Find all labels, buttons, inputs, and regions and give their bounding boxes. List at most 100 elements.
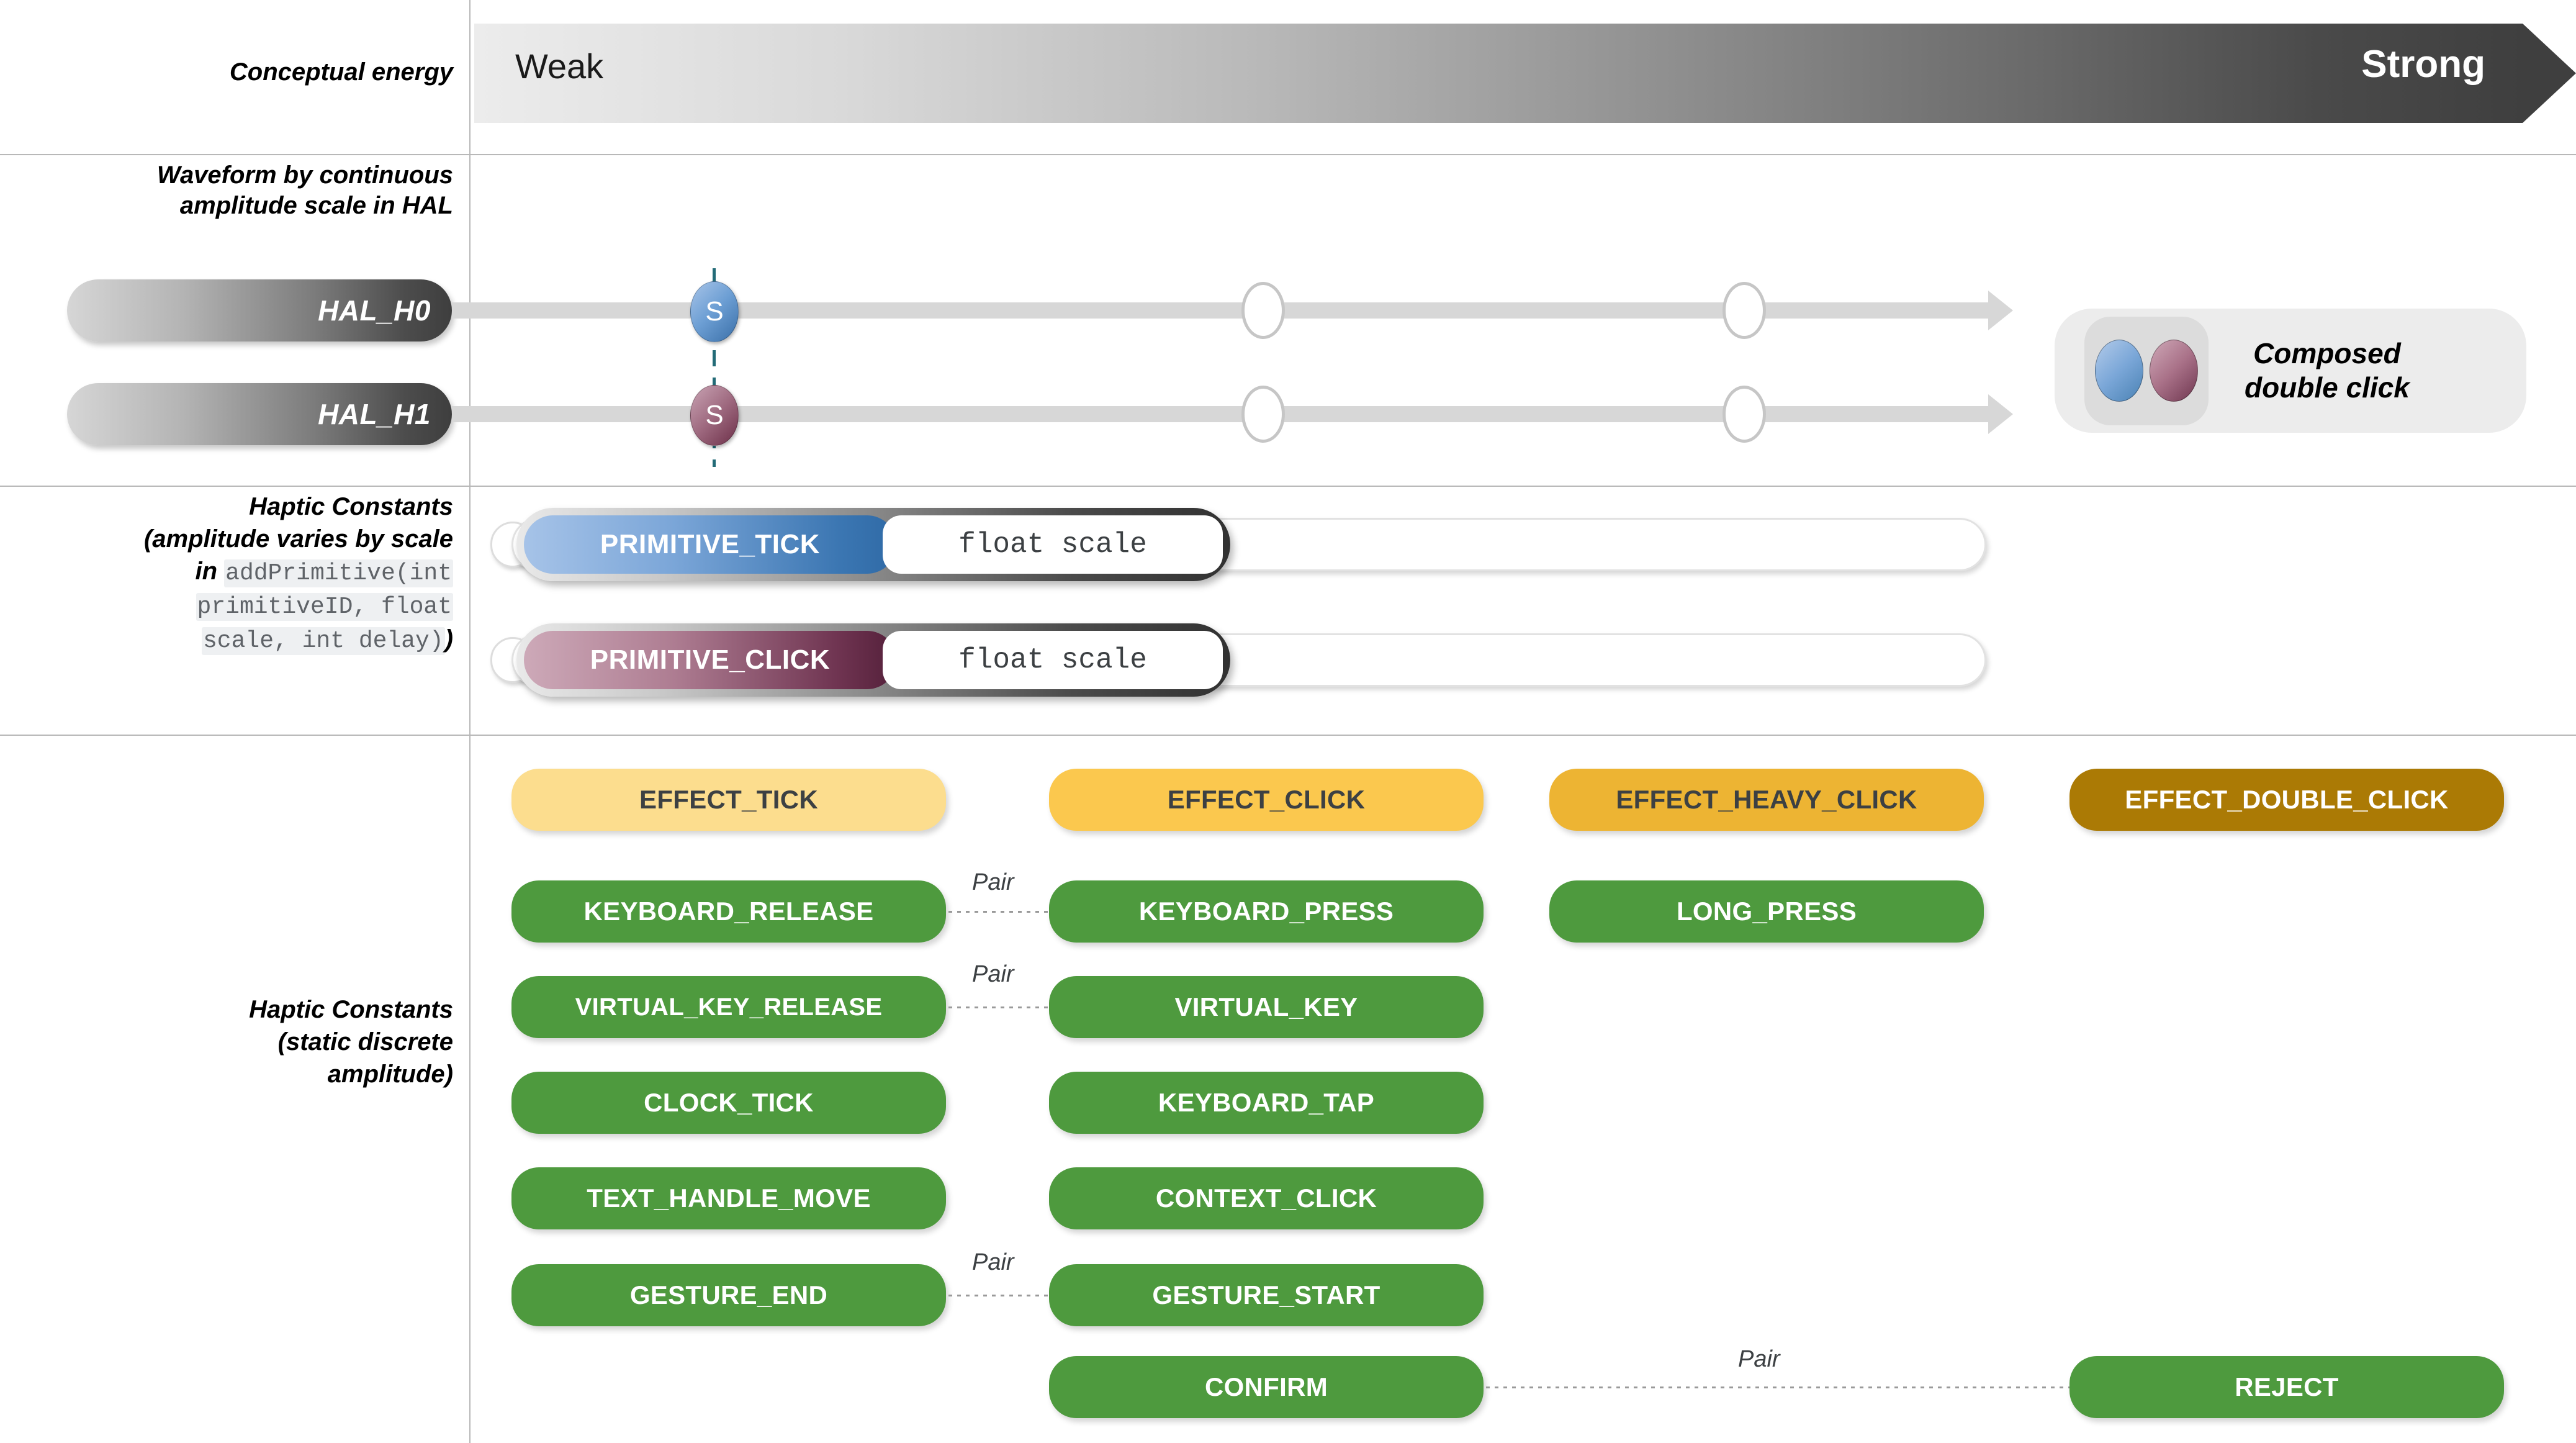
effect-tick-pill[interactable]: EFFECT_TICK	[511, 769, 946, 831]
divider-energy-bottom	[0, 154, 2576, 155]
constants-static-line3: amplitude)	[327, 1061, 453, 1088]
clock-tick-label: CLOCK_TICK	[644, 1088, 814, 1117]
hal-h0-arrowhead-icon	[1988, 291, 2013, 330]
divider-primitives-bottom	[0, 735, 2576, 736]
pair-connector-confirm-reject	[1486, 1386, 2069, 1388]
keyboard-tap-pill[interactable]: KEYBOARD_TAP	[1049, 1072, 1484, 1134]
confirm-label: CONFIRM	[1204, 1372, 1328, 1401]
pair-connector-virtual-key	[948, 1006, 1048, 1008]
pair-label-confirm-reject: Pair	[1738, 1346, 1780, 1373]
gesture-end-pill[interactable]: GESTURE_END	[511, 1264, 946, 1326]
constants-scale-code3: scale, int delay)	[202, 627, 445, 655]
gesture-end-label: GESTURE_END	[629, 1280, 828, 1310]
constants-scale-code2: primitiveID, float	[196, 593, 453, 622]
reject-pill[interactable]: REJECT	[2069, 1356, 2504, 1418]
pair-connector-keyboard	[948, 911, 1048, 913]
primitive-tick-param-text: float scale	[958, 528, 1147, 561]
hal-h1-label: HAL_H1	[318, 398, 431, 430]
constants-scale-line3: in addPrimitive(int	[0, 555, 453, 589]
effect-click-pill[interactable]: EFFECT_CLICK	[1049, 769, 1484, 831]
hal-h0-pill[interactable]: HAL_H0	[67, 279, 452, 342]
virtual-key-release-label: VIRTUAL_KEY_RELEASE	[575, 993, 883, 1021]
waveform-label-line1: Waveform by continuous	[156, 161, 453, 189]
keyboard-release-pill[interactable]: KEYBOARD_RELEASE	[511, 880, 946, 943]
hal-h0-node-mid[interactable]	[1241, 282, 1285, 339]
constants-scale-line2: (amplitude varies by scale	[143, 525, 453, 553]
divider-hal-bottom	[0, 486, 2576, 487]
constants-static-line2: (static discrete	[277, 1028, 453, 1056]
hal-h0-scale-marker[interactable]: S	[690, 281, 739, 342]
effect-click-label: EFFECT_CLICK	[1167, 785, 1366, 814]
row-label-waveform-hal: Waveform by continuous amplitude scale i…	[0, 160, 453, 221]
long-press-pill[interactable]: LONG_PRESS	[1549, 880, 1984, 943]
keyboard-tap-label: KEYBOARD_TAP	[1158, 1088, 1375, 1117]
constants-static-line1: Haptic Constants	[249, 996, 453, 1023]
pair-text-confirm-reject: Pair	[1738, 1346, 1780, 1372]
row-label-haptic-constants-scale: Haptic Constants (amplitude varies by sc…	[0, 491, 453, 656]
scale-alignment-dashed-line	[713, 268, 716, 467]
hal-h1-node-high[interactable]	[1723, 386, 1766, 443]
reject-label: REJECT	[2235, 1372, 2339, 1401]
hal-h1-scale-marker[interactable]: S	[690, 385, 739, 446]
context-click-label: CONTEXT_CLICK	[1155, 1183, 1377, 1213]
hal-h1-pill[interactable]: HAL_H1	[67, 383, 452, 445]
effect-heavy-click-pill[interactable]: EFFECT_HEAVY_CLICK	[1549, 769, 1984, 831]
constants-scale-code1: addPrimitive(int	[224, 559, 453, 587]
composed-double-click-icon	[2084, 316, 2209, 425]
effect-double-click-label: EFFECT_DOUBLE_CLICK	[2125, 785, 2449, 814]
primitive-tick-param[interactable]: float scale	[883, 515, 1223, 574]
pair-connector-gesture	[948, 1295, 1048, 1296]
primitive-click-holder: PRIMITIVE_CLICK float scale	[516, 623, 1230, 697]
row-label-conceptual-energy: Conceptual energy	[229, 58, 453, 86]
text-handle-move-label: TEXT_HANDLE_MOVE	[587, 1183, 871, 1213]
gesture-start-label: GESTURE_START	[1152, 1280, 1380, 1310]
virtual-key-pill[interactable]: VIRTUAL_KEY	[1049, 976, 1484, 1038]
constants-scale-in: in	[195, 558, 225, 585]
composed-double-click-card[interactable]: Composed double click	[2055, 309, 2526, 433]
pair-text-virtual-key: Pair	[972, 961, 1014, 987]
primitive-click-chip[interactable]: PRIMITIVE_CLICK	[524, 631, 896, 689]
composed-line2: double click	[2245, 371, 2410, 404]
composed-dot-primitive-tick	[2095, 340, 2143, 402]
hal-h1-arrowhead-icon	[1988, 394, 2013, 434]
keyboard-press-pill[interactable]: KEYBOARD_PRESS	[1049, 880, 1484, 943]
pair-label-gesture: Pair	[972, 1249, 1014, 1276]
composed-dot-primitive-click	[2150, 340, 2198, 402]
divider-label-column	[469, 0, 471, 1443]
hal-h1-scale-marker-letter: S	[705, 400, 724, 430]
hal-h1-node-mid[interactable]	[1241, 386, 1285, 443]
hal-h0-scale-marker-letter: S	[705, 296, 724, 327]
primitive-click-label: PRIMITIVE_CLICK	[590, 645, 831, 675]
context-click-pill[interactable]: CONTEXT_CLICK	[1049, 1167, 1484, 1229]
conceptual-energy-arrow: Weak Strong	[474, 24, 2576, 123]
constants-scale-line5: scale, int delay))	[0, 623, 453, 656]
primitive-click-param[interactable]: float scale	[883, 631, 1223, 689]
primitive-click-param-text: float scale	[958, 644, 1147, 676]
text-handle-move-pill[interactable]: TEXT_HANDLE_MOVE	[511, 1167, 946, 1229]
composed-line1: Composed	[2253, 337, 2401, 369]
primitive-click-slider-row[interactable]: PRIMITIVE_CLICK float scale	[490, 620, 1993, 700]
virtual-key-label: VIRTUAL_KEY	[1174, 992, 1358, 1021]
pair-text-gesture: Pair	[972, 1249, 1014, 1275]
primitive-tick-label: PRIMITIVE_TICK	[600, 529, 821, 559]
gesture-start-pill[interactable]: GESTURE_START	[1049, 1264, 1484, 1326]
row-label-haptic-constants-static: Haptic Constants (static discrete amplit…	[0, 993, 453, 1090]
effect-tick-label: EFFECT_TICK	[639, 785, 818, 814]
long-press-label: LONG_PRESS	[1676, 897, 1857, 926]
energy-arrowhead-icon	[2523, 24, 2576, 123]
virtual-key-release-pill[interactable]: VIRTUAL_KEY_RELEASE	[511, 976, 946, 1038]
effect-double-click-pill[interactable]: EFFECT_DOUBLE_CLICK	[2069, 769, 2504, 831]
energy-strong-label: Strong	[2361, 43, 2485, 86]
composed-double-click-text: Composed double click	[2245, 337, 2410, 405]
waveform-label-line2: amplitude scale in HAL	[179, 191, 453, 219]
hal-h0-node-high[interactable]	[1723, 282, 1766, 339]
confirm-pill[interactable]: CONFIRM	[1049, 1356, 1484, 1418]
constants-scale-line1: Haptic Constants	[249, 493, 453, 520]
keyboard-press-label: KEYBOARD_PRESS	[1138, 897, 1394, 926]
primitive-tick-slider-row[interactable]: PRIMITIVE_TICK float scale	[490, 504, 1993, 585]
clock-tick-pill[interactable]: CLOCK_TICK	[511, 1072, 946, 1134]
energy-gradient-bar	[474, 24, 2523, 123]
pair-text-keyboard: Pair	[972, 869, 1014, 895]
effect-heavy-click-label: EFFECT_HEAVY_CLICK	[1616, 785, 1917, 814]
primitive-tick-chip[interactable]: PRIMITIVE_TICK	[524, 515, 896, 574]
